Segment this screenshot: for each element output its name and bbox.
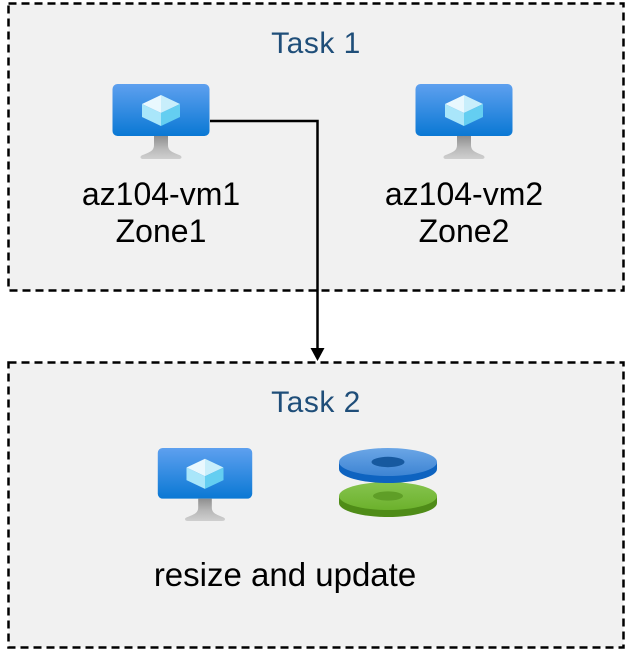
arrow-line [210,119,319,349]
task2-caption: resize and update [153,556,417,593]
virtual-machine-icon [415,84,513,160]
virtual-machine-icon [112,84,210,160]
vm1-label: az104-vm1 Zone1 [41,176,281,250]
vm2-name: az104-vm2 [384,176,544,212]
task2-box [7,361,625,649]
vm2-zone: Zone2 [418,213,510,249]
vm1-name: az104-vm1 [81,176,241,212]
task1-title: Task 1 [271,27,361,60]
vm1-zone: Zone1 [115,213,207,249]
virtual-machine-icon [157,448,253,522]
task1-box [7,2,625,292]
arrow-connector [210,119,325,361]
task2-title: Task 2 [271,386,361,419]
arrow-head-icon [310,348,325,361]
disks-icon [338,447,438,517]
vm2-label: az104-vm2 Zone2 [344,176,584,250]
